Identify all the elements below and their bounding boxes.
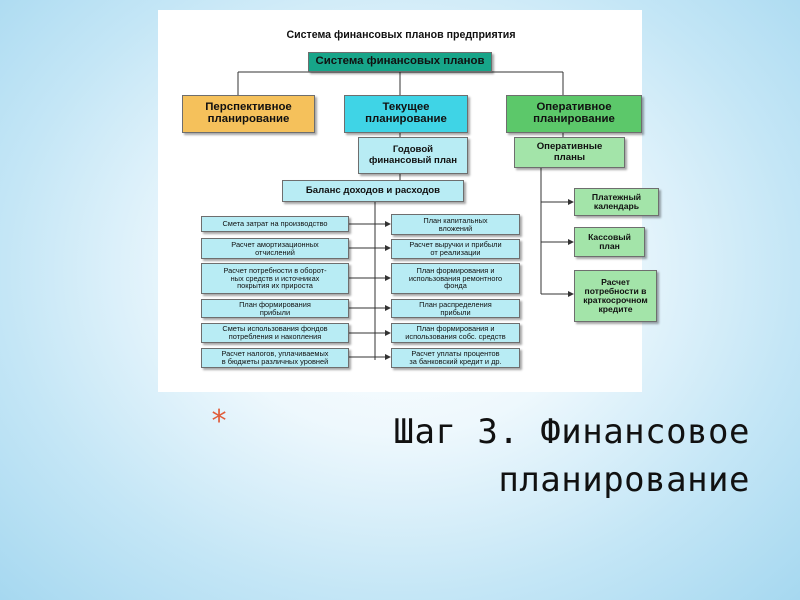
- bullet-star-icon: *: [210, 404, 229, 439]
- left-item-5: Сметы использования фондов потребления и…: [201, 323, 349, 343]
- diagram-caption: Система финансовых планов предприятия: [286, 29, 516, 42]
- operative-item-payment-calendar: Платежный календарь: [574, 188, 659, 216]
- left-item-3: Расчет потребности в оборот- ных средств…: [201, 263, 349, 294]
- left-item-4: План формирования прибыли: [201, 299, 349, 318]
- operative-planning-node: Оперативное планирование: [506, 95, 642, 133]
- right-item-3: План формирования и использования ремонт…: [391, 263, 520, 294]
- left-item-1: Смета затрат на производство: [201, 216, 349, 232]
- annual-plan-node: Годовой финансовый план: [358, 137, 468, 174]
- left-item-2: Расчет амортизационных отчислений: [201, 238, 349, 259]
- current-planning-node: Текущее планирование: [344, 95, 468, 133]
- balance-node: Баланс доходов и расходов: [282, 180, 464, 202]
- slide-title: Шаг 3. Финансовое планирование: [393, 412, 750, 501]
- operative-plans-node: Оперативные планы: [514, 137, 625, 168]
- right-item-6: Расчет уплаты процентов за банковский кр…: [391, 348, 520, 368]
- root-node: Система финансовых планов: [308, 52, 492, 72]
- right-item-4: План распределения прибыли: [391, 299, 520, 318]
- perspective-planning-node: Перспективное планирование: [182, 95, 315, 133]
- operative-item-cash-plan: Кассовый план: [574, 227, 645, 257]
- left-item-6: Расчет налогов, уплачиваемых в бюджеты р…: [201, 348, 349, 368]
- diagram-panel: Система финансовых планов предприятия Си…: [158, 10, 659, 392]
- operative-item-credit-need: Расчет потребности в краткосрочном креди…: [574, 270, 657, 322]
- right-item-2: Расчет выручки и прибыли от реализации: [391, 239, 520, 259]
- right-item-1: План капитальных вложений: [391, 214, 520, 235]
- right-item-5: План формирования и использования собс. …: [391, 323, 520, 343]
